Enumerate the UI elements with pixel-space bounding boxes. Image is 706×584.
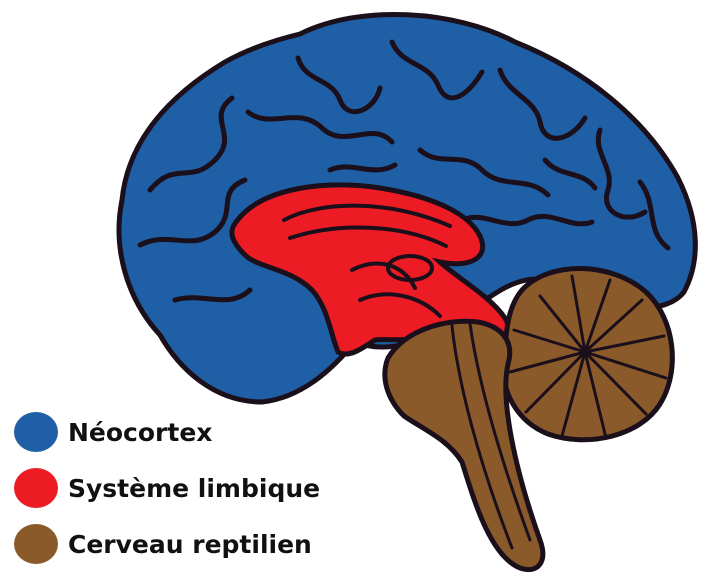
legend-item-reptilian: Cerveau reptilien [14, 524, 320, 564]
legend-label-limbic: Système limbique [68, 474, 320, 503]
reptilian-color-swatch [14, 524, 58, 564]
limbic-color-swatch [14, 468, 58, 508]
legend: Néocortex Système limbique Cerveau repti… [14, 412, 320, 580]
legend-label-reptilian: Cerveau reptilien [68, 530, 312, 559]
legend-label-neocortex: Néocortex [68, 418, 212, 447]
legend-item-limbic: Système limbique [14, 468, 320, 508]
legend-item-neocortex: Néocortex [14, 412, 320, 452]
neocortex-color-swatch [14, 412, 58, 452]
